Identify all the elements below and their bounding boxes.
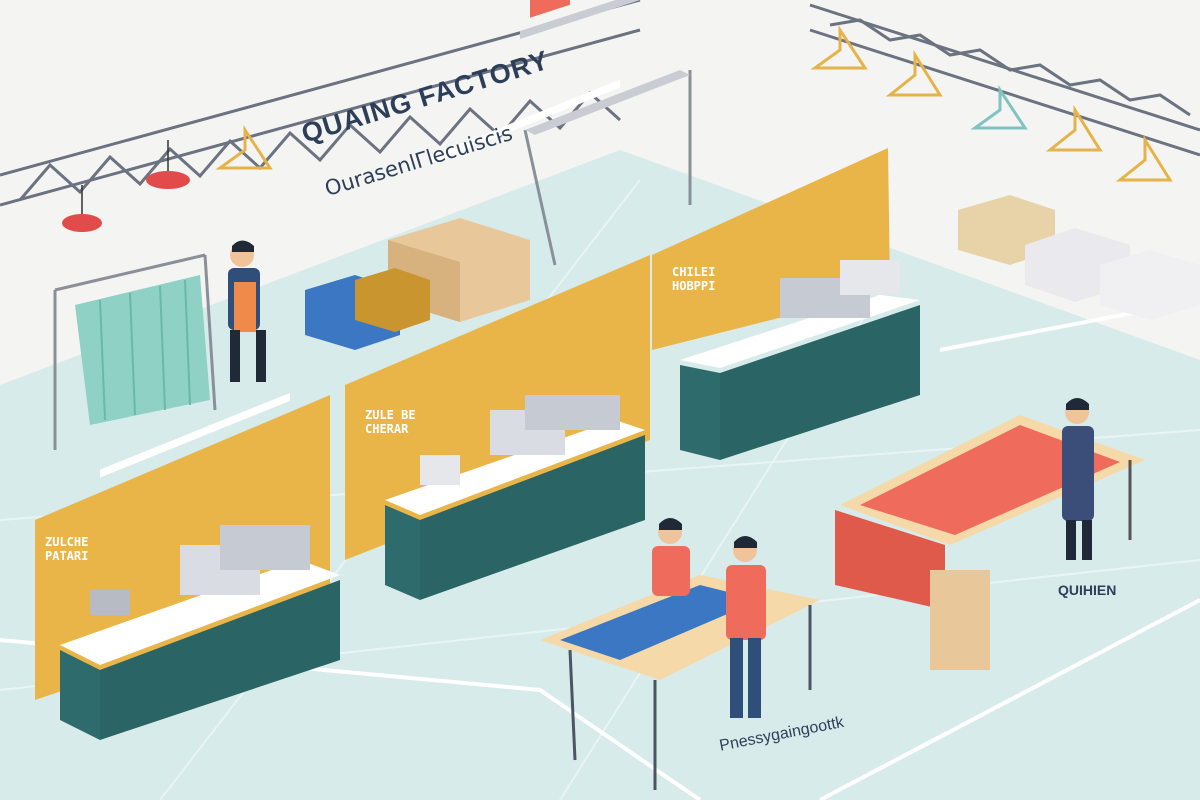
workstation-middle bbox=[345, 79, 650, 600]
fabric-shelf bbox=[520, 0, 692, 266]
worker-figure bbox=[726, 536, 766, 718]
worker-figure bbox=[228, 240, 266, 382]
pendant-lamp bbox=[62, 185, 102, 232]
partition-sign: ZULCHE PATARI bbox=[45, 535, 89, 563]
partition-sign: ZULE BE CHERAR bbox=[365, 408, 416, 436]
worker-figure bbox=[652, 518, 690, 596]
hanger-icon bbox=[215, 24, 1173, 182]
pendant-lamp bbox=[146, 140, 190, 189]
cardboard-boxes bbox=[305, 218, 530, 350]
floor-label: QUIHIEN bbox=[1058, 582, 1117, 598]
clothing-rack bbox=[53, 253, 217, 450]
partition-sign: CHILEI HOBPPI bbox=[672, 265, 716, 293]
workstation-front bbox=[35, 392, 340, 740]
ceiling-truss-right bbox=[809, 3, 1200, 157]
worker-figure bbox=[1062, 398, 1094, 560]
hanger-icon bbox=[970, 84, 1028, 130]
workstation-back bbox=[652, 148, 920, 460]
garment-table bbox=[835, 415, 1145, 670]
paper-stacks bbox=[958, 195, 1200, 320]
